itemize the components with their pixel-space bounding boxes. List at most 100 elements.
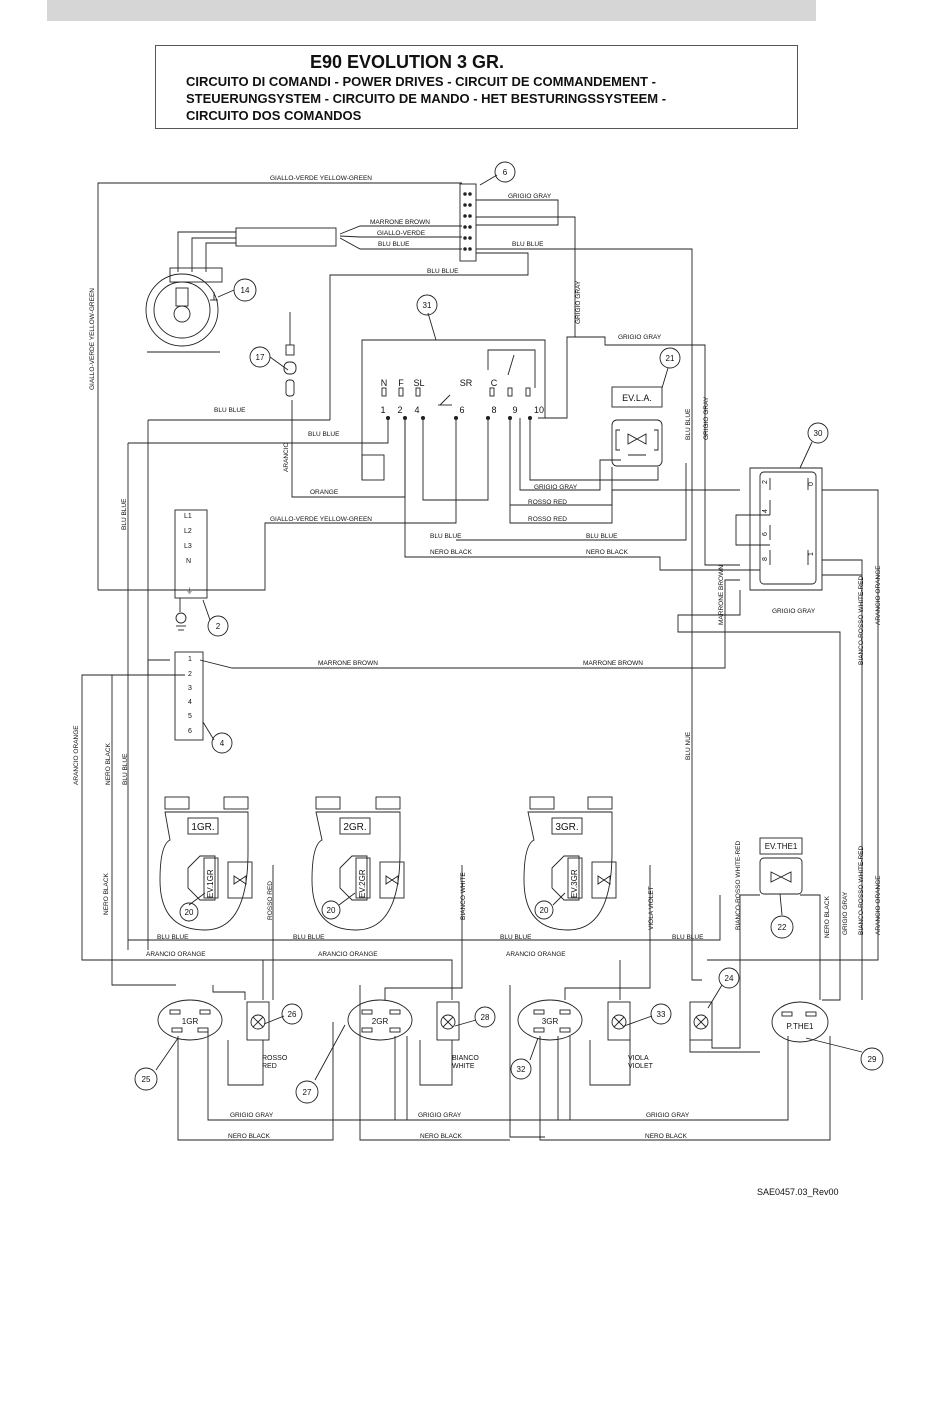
board-label: SL bbox=[413, 378, 424, 388]
ev1-label: EV.1GR bbox=[206, 869, 215, 898]
lamp-label: RED bbox=[262, 1063, 277, 1070]
wire-label: GRIGIO GRAY bbox=[703, 396, 710, 440]
control-board bbox=[361, 339, 546, 481]
lamp-label: WHITE bbox=[452, 1063, 475, 1070]
title-box bbox=[155, 45, 798, 129]
wire-label: MARRONE BROWN bbox=[718, 565, 725, 625]
wire-labels-vertical: GIALLO-VERDE YELLOW-GREEN BLU BLUE ARANC… bbox=[73, 280, 882, 938]
terminal-block-power bbox=[174, 509, 208, 631]
wire-label: GRIGIO GRAY bbox=[842, 891, 849, 935]
dosing-2-label: 2GR bbox=[372, 1017, 389, 1026]
group-1-label: 1GR. bbox=[191, 822, 214, 833]
wire-label: BLU BLUE bbox=[500, 934, 532, 941]
wire-label: BIANCO-ROSSO WHITE-RED bbox=[858, 575, 865, 665]
wire-label: BLU BLUE bbox=[427, 268, 459, 275]
wire-label: ARANCIO bbox=[283, 442, 290, 472]
group-1 bbox=[159, 796, 253, 931]
wire-label: ARANCIO ORANGE bbox=[875, 565, 882, 625]
wire-label: BLU BLUE bbox=[308, 431, 340, 438]
leader-lines bbox=[155, 174, 863, 1081]
terminal-label: L1 bbox=[184, 513, 192, 520]
group-3-label: 3GR. bbox=[555, 822, 578, 833]
p-the-label: P.THE1 bbox=[787, 1022, 815, 1031]
wire-label: GRIGIO GRAY bbox=[230, 1112, 274, 1119]
wire-label: MARRONE BROWN bbox=[583, 660, 643, 667]
wire-label: BLU BLUE bbox=[378, 241, 410, 248]
wire-label: ARANCIO ORANGE bbox=[318, 951, 378, 958]
relay bbox=[735, 467, 823, 591]
component-number: 25 bbox=[142, 1075, 151, 1084]
component-number: 30 bbox=[814, 429, 823, 438]
wire-label: BLU BLUE bbox=[685, 408, 692, 440]
wire-label: BLU BLUE bbox=[157, 934, 189, 941]
relay-pin: 6 bbox=[762, 532, 769, 536]
wire-label: GIALLO-VERDE YELLOW-GREEN bbox=[89, 288, 96, 390]
component-number: 6 bbox=[503, 168, 508, 177]
terminal-label: 4 bbox=[188, 699, 192, 706]
board-pin: 9 bbox=[512, 405, 517, 415]
board-label: F bbox=[398, 378, 404, 388]
wire-label: ARANCIO ORANGE bbox=[875, 875, 882, 935]
component-number: 24 bbox=[725, 974, 734, 983]
document-reference: SAE0457.03_Rev00 bbox=[757, 1187, 839, 1197]
dosing-1-label: 1GR bbox=[182, 1017, 199, 1026]
ev3-label: EV.3GR bbox=[570, 869, 579, 898]
wire-label: VIOLA VIOLET bbox=[648, 886, 655, 930]
terminal-label: L2 bbox=[184, 528, 192, 535]
relay-pin: 1 bbox=[808, 552, 815, 556]
board-pin: 2 bbox=[397, 405, 402, 415]
component-number: 20 bbox=[185, 908, 194, 917]
board-pin: 1 bbox=[380, 405, 385, 415]
terminal-label: 5 bbox=[188, 713, 192, 720]
component-number: 27 bbox=[303, 1088, 312, 1097]
wire-label: GIALLO-VERDE YELLOW-GREEN bbox=[270, 516, 372, 523]
wire-label: BLU BLUE bbox=[122, 753, 129, 785]
component-number: 20 bbox=[327, 906, 336, 915]
relay-pin: 0 bbox=[808, 482, 815, 486]
wire-label: NERO BLACK bbox=[645, 1133, 688, 1140]
terminal-label: 1 bbox=[188, 656, 192, 663]
wire-label: BLU BLUE bbox=[121, 498, 128, 530]
wire-label: BIANCO-ROSSO WHITE-RED bbox=[858, 845, 865, 935]
component-number: 20 bbox=[540, 906, 549, 915]
board-pin: 6 bbox=[459, 405, 464, 415]
wire-label: NERO BLACK bbox=[586, 549, 629, 556]
wire-label: ORANGE bbox=[310, 489, 339, 496]
terminal-label: L3 bbox=[184, 543, 192, 550]
lamp-label: BIANCO bbox=[452, 1055, 479, 1062]
wire-label: BLU BLUE bbox=[586, 533, 618, 540]
wire-label: ARANCIO ORANGE bbox=[506, 951, 566, 958]
wire-label: GRIGIO GRAY bbox=[618, 334, 662, 341]
wire-label: BLU BLUE bbox=[512, 241, 544, 248]
ev-the-valve bbox=[759, 837, 803, 895]
wire-label: NERO BLACK bbox=[228, 1133, 271, 1140]
wire-label: BLU NUE bbox=[685, 731, 692, 760]
component-number: 21 bbox=[666, 354, 675, 363]
group-3 bbox=[523, 796, 617, 931]
component-text: EV.L.A. EV.THE1 P.THE1 1GR. 2GR. 3GR. EV… bbox=[182, 378, 815, 1070]
wire-label: NERO BLACK bbox=[430, 549, 473, 556]
terminal-label: 2 bbox=[188, 671, 192, 678]
component-number-circles bbox=[134, 161, 884, 1104]
wire-label: GRIGIO GRAY bbox=[508, 193, 552, 200]
ev2-label: EV.2GR bbox=[358, 869, 367, 898]
terminal-label: 6 bbox=[188, 728, 192, 735]
relay-pin: 8 bbox=[762, 557, 769, 561]
board-label: C bbox=[491, 378, 498, 388]
wire-label: BIANCO WHITE bbox=[460, 872, 467, 920]
terminal-label: 3 bbox=[188, 685, 192, 692]
wire-label: BLU BLUE bbox=[672, 934, 704, 941]
dosing-units bbox=[157, 999, 829, 1043]
board-label: N bbox=[381, 378, 388, 388]
lamp-label: VIOLET bbox=[628, 1063, 654, 1070]
board-pin: 4 bbox=[414, 405, 419, 415]
wire-label: GRIGIO GRAY bbox=[534, 484, 578, 491]
component-number: 22 bbox=[778, 923, 787, 932]
wire-label: ROSSO RED bbox=[267, 881, 274, 920]
wire-label: GRIGIO GRAY bbox=[772, 608, 816, 615]
diagram-subtitle: CIRCUITO DI COMANDI - POWER DRIVES - CIR… bbox=[186, 73, 666, 124]
wire-label: BIANCO-ROSSO WHITE-RED bbox=[735, 840, 742, 930]
wire-label: BLU BLUE bbox=[430, 533, 462, 540]
component-number: 2 bbox=[216, 622, 221, 631]
pump-motor bbox=[145, 227, 337, 353]
